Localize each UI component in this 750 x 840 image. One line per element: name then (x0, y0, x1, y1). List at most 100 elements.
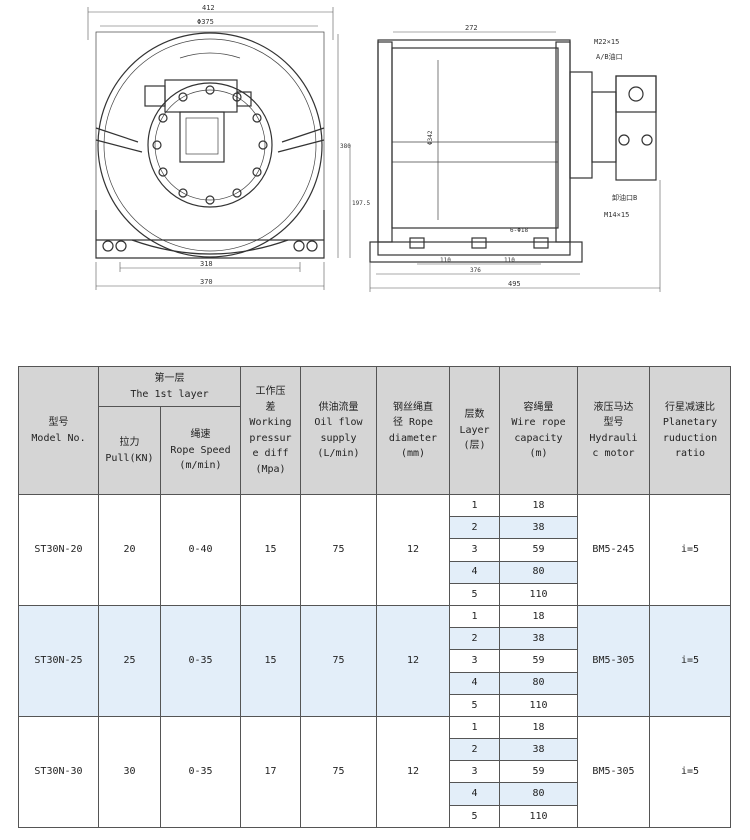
cell-layer: 5 (449, 582, 500, 606)
header-motor: 液压马达 型号 Hydrauli c motor (577, 366, 650, 495)
cell-capacity: 18 (499, 604, 578, 629)
header-model: 型号 Model No. (18, 366, 99, 495)
cell-capacity: 80 (499, 782, 578, 806)
cell-layer: 5 (449, 804, 500, 829)
cell-pressure: 17 (240, 715, 301, 829)
cell-model: ST30N-30 (18, 715, 99, 829)
cell-layer: 2 (449, 627, 500, 651)
technical-drawing: 412 Φ375 (87, 4, 661, 292)
cell-motor: BM5-305 (577, 604, 650, 717)
header-pull: 拉力 Pull(KN) (98, 406, 161, 495)
header-ratio: 行星减速比 Planetary ruduction ratio (649, 366, 731, 495)
cell-layer: 2 (449, 738, 500, 762)
cell-layer: 4 (449, 671, 500, 695)
dim-front-height: 380 (340, 143, 351, 150)
cell-model: ST30N-20 (18, 494, 99, 606)
cell-ratio: i=5 (649, 494, 731, 606)
dim-front-center-height: 197.5 (352, 200, 370, 207)
cell-capacity: 38 (499, 738, 578, 762)
header-oil-flow: 供油流量 Oil flow supply (L/min) (300, 366, 377, 495)
cell-capacity: 38 (499, 627, 578, 651)
spec-table: 型号 Model No. 第一层 The 1st layer 工作压 差 Wor… (18, 366, 731, 829)
cell-layer: 2 (449, 516, 500, 540)
header-layer: 层数 Layer (层) (449, 366, 500, 495)
cell-capacity: 59 (499, 538, 578, 562)
spec-table-header: 型号 Model No. 第一层 The 1st layer 工作压 差 Wor… (18, 366, 731, 495)
header-first-layer: 第一层 The 1st layer (98, 366, 241, 407)
header-pressure: 工作压 差 Working pressur e diff (Mpa) (240, 366, 301, 495)
dim-side-bolt-left: 110 (440, 257, 451, 264)
cell-capacity: 18 (499, 715, 578, 740)
cell-layer: 1 (449, 715, 500, 740)
cell-layer: 1 (449, 493, 500, 518)
cell-motor: BM5-245 (577, 494, 650, 606)
label-port-ab: A/B油口 (596, 52, 623, 61)
dim-side-base-width: 376 (470, 267, 481, 274)
cell-layer: 4 (449, 560, 500, 584)
dim-front-drum-dia: Φ375 (197, 18, 214, 26)
cell-pull: 20 (98, 494, 161, 606)
cell-capacity: 80 (499, 671, 578, 695)
header-rope-diameter: 钢丝绳直 径 Rope diameter (mm) (376, 366, 450, 495)
cell-rope-diameter: 12 (376, 715, 450, 829)
cell-capacity: 80 (499, 560, 578, 584)
front-view: 412 Φ375 (87, 4, 370, 290)
dim-front-base-outer: 370 (200, 278, 213, 286)
label-thread-bottom: M14×15 (604, 211, 629, 219)
cell-pull: 30 (98, 715, 161, 829)
dim-front-base-inner: 318 (200, 260, 213, 268)
dim-side-top-width: 272 (465, 24, 478, 32)
label-bolt-slot: 6-Φ18 (510, 227, 528, 234)
header-rope-speed: 绳速 Rope Speed (m/min) (160, 406, 241, 495)
cell-layer: 3 (449, 760, 500, 784)
dim-side-total-length: 495 (508, 280, 521, 288)
cell-pressure: 15 (240, 604, 301, 717)
cell-oil-flow: 75 (300, 494, 377, 606)
cell-ratio: i=5 (649, 715, 731, 829)
side-view: 272 M22×15 A/B油口 Φ342 卸油口B M14×15 6-Φ18 … (369, 24, 661, 292)
cell-rope-speed: 0-35 (160, 604, 241, 717)
cell-rope-speed: 0-40 (160, 494, 241, 606)
cell-layer: 4 (449, 782, 500, 806)
cell-layer: 3 (449, 538, 500, 562)
cell-layer: 3 (449, 649, 500, 673)
cell-layer: 1 (449, 604, 500, 629)
cell-motor: BM5-305 (577, 715, 650, 829)
cell-layer: 5 (449, 693, 500, 717)
cell-oil-flow: 75 (300, 604, 377, 717)
cell-capacity: 110 (499, 804, 578, 829)
label-thread-top: M22×15 (594, 38, 619, 46)
cell-capacity: 59 (499, 649, 578, 673)
cell-capacity: 18 (499, 493, 578, 518)
cell-oil-flow: 75 (300, 715, 377, 829)
cell-capacity: 38 (499, 516, 578, 540)
cell-rope-speed: 0-35 (160, 715, 241, 829)
cell-capacity: 110 (499, 582, 578, 606)
cell-pull: 25 (98, 604, 161, 717)
cell-pressure: 15 (240, 494, 301, 606)
header-capacity: 容绳量 Wire rope capacity (m) (499, 366, 578, 495)
cell-capacity: 110 (499, 693, 578, 717)
label-port-drain: 卸油口B (612, 193, 637, 202)
dim-side-bolt-right: 110 (504, 257, 515, 264)
dim-front-width: 412 (202, 4, 215, 12)
cell-capacity: 59 (499, 760, 578, 784)
cell-rope-diameter: 12 (376, 494, 450, 606)
dim-side-drum-dia: Φ342 (427, 130, 434, 145)
cell-rope-diameter: 12 (376, 604, 450, 717)
cell-model: ST30N-25 (18, 604, 99, 717)
cell-ratio: i=5 (649, 604, 731, 717)
